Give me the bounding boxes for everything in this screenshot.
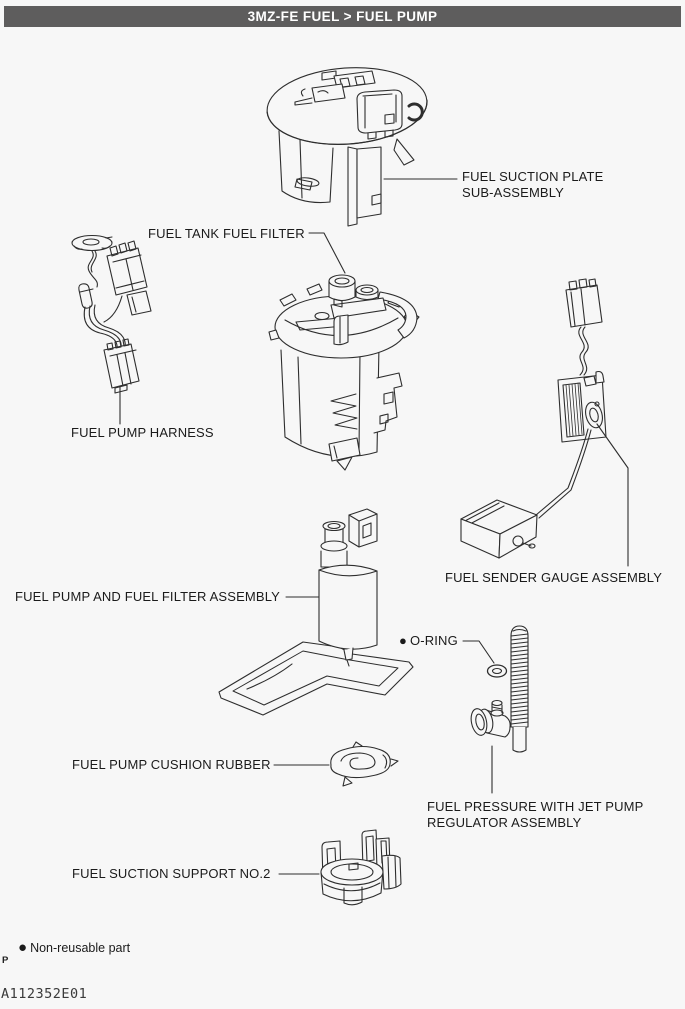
fuel-pump-cushion-rubber-drawing bbox=[330, 741, 399, 787]
label-pressure-regulator: FUEL PRESSURE WITH JET PUMP REGULATOR AS… bbox=[427, 799, 644, 830]
fuel-pressure-regulator-drawing bbox=[470, 625, 529, 753]
label-cushion-rubber: FUEL PUMP CUSHION RUBBER bbox=[72, 757, 271, 772]
label-fuel-sender-gauge: FUEL SENDER GAUGE ASSEMBLY bbox=[445, 570, 663, 585]
legend-text: Non-reusable part bbox=[30, 941, 131, 955]
non-reusable-dot-icon: ● bbox=[399, 633, 408, 649]
header-bar: 3MZ-FE FUEL > FUEL PUMP bbox=[4, 6, 681, 27]
fuel-sender-gauge-drawing bbox=[460, 278, 607, 559]
leader-lines bbox=[119, 178, 629, 875]
legend-non-reusable: ● Non-reusable part bbox=[18, 939, 131, 956]
non-reusable-dot-icon: ● bbox=[18, 939, 28, 956]
leader-tank-filter bbox=[308, 232, 346, 274]
label-fuel-tank-fuel-filter: FUEL TANK FUEL FILTER bbox=[148, 226, 305, 241]
o-ring-drawing bbox=[486, 664, 508, 678]
fuel-pump-harness-drawing bbox=[71, 234, 152, 394]
figure-id: A112352E01 bbox=[1, 986, 88, 1002]
fuel-suction-support-drawing bbox=[320, 829, 402, 906]
fuel-suction-plate-drawing bbox=[266, 67, 428, 227]
fuel-pump-assembly-drawing bbox=[218, 508, 414, 716]
label-suction-support: FUEL SUCTION SUPPORT NO.2 bbox=[72, 866, 271, 881]
label-fuel-suction-plate: FUEL SUCTION PLATE SUB-ASSEMBLY bbox=[462, 169, 604, 200]
page-title: 3MZ-FE FUEL > FUEL PUMP bbox=[247, 9, 438, 24]
label-fuel-pump-assembly: FUEL PUMP AND FUEL FILTER ASSEMBLY bbox=[15, 589, 280, 604]
label-fuel-pump-harness: FUEL PUMP HARNESS bbox=[71, 425, 214, 440]
leader-sender-gauge bbox=[596, 423, 629, 567]
leader-o-ring bbox=[462, 640, 495, 664]
page-marker: P bbox=[2, 955, 9, 966]
fuel-tank-fuel-filter-drawing bbox=[268, 274, 420, 471]
label-o-ring: ● O-RING bbox=[399, 633, 458, 649]
